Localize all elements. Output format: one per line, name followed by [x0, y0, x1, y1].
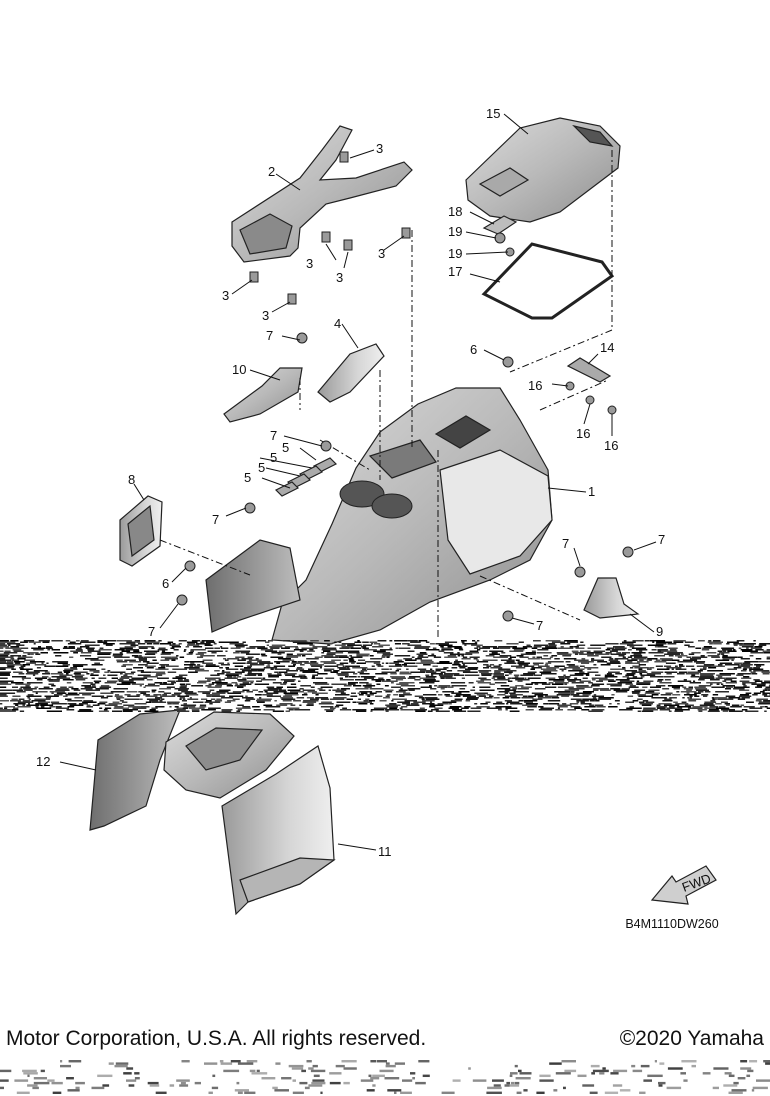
fwd-label: FWD — [680, 871, 713, 895]
callout-7f: 7 — [658, 532, 665, 547]
callout-5b: 5 — [270, 450, 277, 465]
callout-17: 17 — [448, 264, 462, 279]
footer-left-text: Motor Corporation, U.S.A. All rights res… — [6, 1027, 427, 1050]
callout-8: 8 — [128, 472, 135, 487]
part-18-latch — [482, 215, 518, 257]
fwd-arrow-icon: FWD — [650, 865, 717, 905]
part-4-trim — [317, 343, 385, 403]
callout-19a: 19 — [448, 224, 462, 239]
callout-7c: 7 — [212, 512, 219, 527]
alignment-lines — [159, 150, 613, 640]
part-12-side-panel — [89, 709, 181, 831]
callout-15: 15 — [486, 106, 500, 121]
callout-7a: 7 — [266, 328, 273, 343]
fasteners — [176, 151, 634, 622]
callout-6a: 6 — [470, 342, 477, 357]
part-15-armrest-lid — [465, 117, 621, 223]
callout-12: 12 — [36, 754, 50, 769]
callout-2: 2 — [268, 164, 275, 179]
part-11-side-panel — [221, 745, 336, 916]
scan-noise-band — [0, 640, 770, 712]
part-9-bracket — [583, 577, 640, 619]
footer-right-text: ©2020 Yamaha — [619, 1027, 764, 1050]
part-1-console-body — [271, 387, 553, 645]
part-8-panel — [119, 495, 163, 567]
callout-4: 4 — [334, 316, 341, 331]
diagram-code: B4M1110DW260 — [625, 917, 719, 931]
callout-6b: 6 — [162, 576, 169, 591]
part-5-pads — [274, 457, 338, 497]
callout-10: 10 — [232, 362, 246, 377]
copyright-footer: Motor Corporation, U.S.A. All rights res… — [0, 1027, 770, 1057]
callout-7e: 7 — [562, 536, 569, 551]
callout-3b: 3 — [306, 256, 313, 271]
callout-11: 11 — [378, 844, 392, 859]
callout-16a: 16 — [528, 378, 542, 393]
callout-7d: 7 — [148, 624, 155, 639]
callout-3a: 3 — [376, 141, 383, 156]
callout-3c: 3 — [336, 270, 343, 285]
callout-18: 18 — [448, 204, 462, 219]
callout-5d: 5 — [244, 470, 251, 485]
callout-3d: 3 — [378, 246, 385, 261]
bottom-scan-noise — [0, 1060, 770, 1094]
callout-1: 1 — [588, 484, 595, 499]
callout-7g: 7 — [536, 618, 543, 633]
callout-7b: 7 — [270, 428, 277, 443]
callout-3f: 3 — [262, 308, 269, 323]
callout-3e: 3 — [222, 288, 229, 303]
lower-side-panel — [205, 539, 301, 633]
part-14-bracket — [566, 357, 612, 383]
part-2-upper-frame — [231, 125, 413, 263]
callout-14: 14 — [600, 340, 614, 355]
part-17-seal — [481, 242, 615, 320]
callout-16c: 16 — [604, 438, 618, 453]
callout-16b: 16 — [576, 426, 590, 441]
callout-labels: 1 2 3 3 3 3 3 3 4 5 5 5 5 6 6 7 7 7 7 7 … — [36, 106, 665, 859]
callout-5a: 5 — [282, 440, 289, 455]
callout-5c: 5 — [258, 460, 265, 475]
callout-19b: 19 — [448, 246, 462, 261]
storage-bin — [163, 711, 295, 799]
callout-9: 9 — [656, 624, 663, 639]
leader-lines — [59, 113, 657, 851]
